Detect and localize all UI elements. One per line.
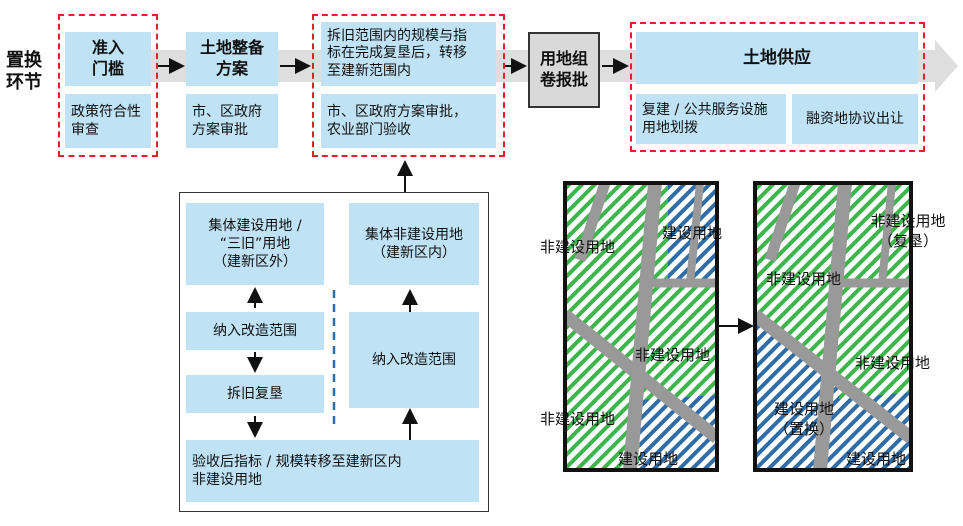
map-after (755, 183, 911, 470)
process-panel (179, 192, 489, 512)
transfer-step-frame (312, 14, 505, 157)
supply-detail-allocation: 复建 / 公共服务设施 用地划拨 (636, 94, 786, 144)
transfer-detail: 市、区政府方案审批， 农业部门验收 (321, 94, 496, 148)
map-before-label-2: 建设用地 (662, 224, 723, 242)
process-left-mid: 纳入改造范围 (186, 312, 324, 350)
access-detail: 政策符合性 审查 (65, 94, 151, 148)
map-after-label-5: 建设用地 (846, 450, 907, 468)
process-left-top: 集体建设用地 / “三旧”用地 （建新区外） (186, 203, 324, 285)
map-before-label-5: 建设用地 (618, 450, 679, 468)
approval-box: 用地组 卷报批 (528, 32, 600, 108)
supply-title: 土地供应 (636, 32, 918, 84)
transfer-title: 拆旧范围内的规模与指 标在完成复垦后，转移 至建新范围内 (321, 22, 496, 86)
process-left-low: 拆旧复垦 (186, 375, 324, 413)
map-after-label-3: 非建设用地 (855, 354, 931, 372)
access-title: 准入 门槛 (65, 32, 151, 86)
map-before-label-1: 非建设用地 (540, 238, 616, 256)
map-before (565, 183, 717, 470)
process-right-mid: 纳入改造范围 (349, 312, 479, 408)
map-after-label-1: 非建设用地 （复垦） (870, 212, 946, 250)
map-before-label-4: 非建设用地 (540, 410, 616, 428)
supply-step-frame (630, 22, 925, 152)
row-label: 置换 环节 (6, 50, 42, 93)
map-before-label-3: 非建设用地 (635, 346, 711, 364)
process-right-top: 集体非建设用地 （建新区内） (349, 203, 479, 285)
prep-title: 土地整备 方案 (186, 32, 278, 86)
map-after-label-2: 非建设用地 (766, 270, 842, 288)
process-bottom: 验收后指标 / 规模转移至建新区内 非建设用地 (186, 440, 479, 502)
prep-detail: 市、区政府 方案审批 (186, 94, 278, 148)
access-step-frame (58, 14, 158, 157)
map-after-label-4: 建设用地 （置换） (773, 400, 834, 438)
supply-detail-agreement: 融资地协议出让 (792, 94, 918, 144)
